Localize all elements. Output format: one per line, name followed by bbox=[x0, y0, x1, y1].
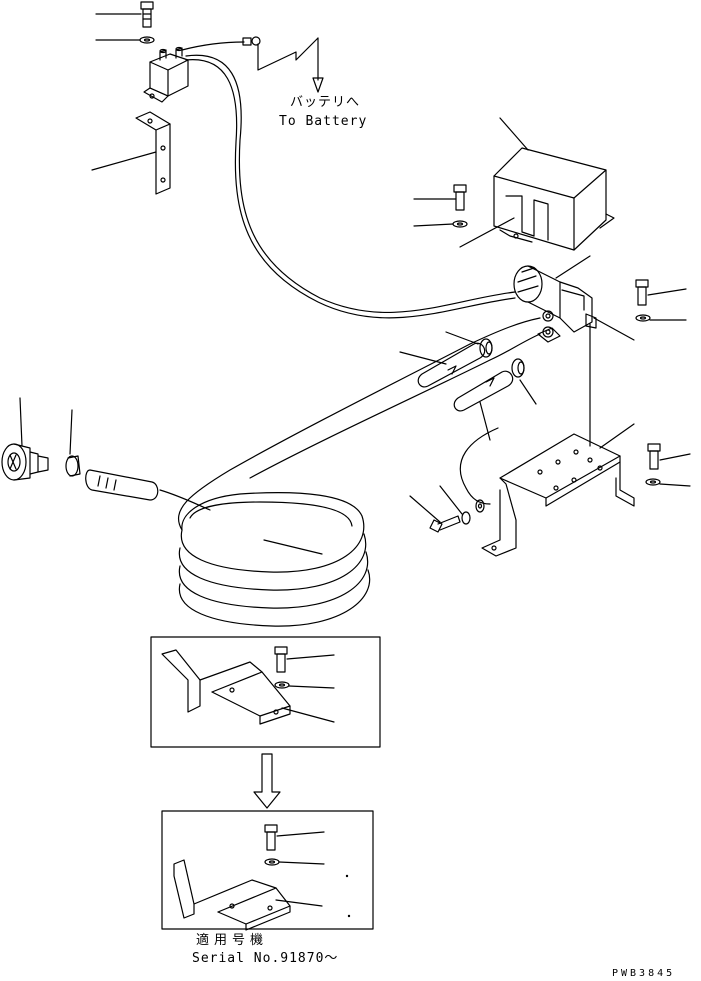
bracket-bolt bbox=[647, 443, 661, 470]
to-battery-label-japanese: バッテリへ bbox=[290, 95, 361, 110]
detail-bracket-old bbox=[161, 649, 291, 725]
horn-hose bbox=[159, 489, 211, 511]
relay-washer bbox=[139, 36, 155, 44]
air-horn bbox=[1, 443, 49, 481]
detail-bolt-old bbox=[274, 646, 288, 673]
to-battery-label: To Battery bbox=[279, 114, 368, 129]
relay-bolt bbox=[140, 1, 154, 28]
horn-hose-end bbox=[85, 469, 159, 501]
hose-main-1 bbox=[177, 343, 471, 531]
bracket-washer bbox=[645, 478, 661, 486]
leader-line bbox=[439, 485, 463, 515]
protective-tube-2 bbox=[453, 370, 514, 412]
relay-bracket bbox=[135, 111, 171, 195]
detail-box-new bbox=[161, 810, 374, 930]
relay-to-motor-cable bbox=[185, 54, 516, 314]
tube-clamp-2 bbox=[511, 358, 525, 378]
front-bolt bbox=[429, 515, 461, 533]
coiled-hose bbox=[178, 492, 371, 627]
cable-terminal bbox=[242, 36, 261, 46]
detail-washer-old bbox=[274, 681, 290, 689]
battery-cable-break bbox=[257, 37, 319, 71]
leader-line bbox=[659, 453, 691, 461]
hose-clamp bbox=[65, 455, 81, 477]
dot bbox=[347, 914, 351, 918]
leader-line bbox=[399, 351, 447, 365]
leader-line bbox=[659, 483, 691, 487]
battery-cable bbox=[181, 41, 245, 51]
leader-line bbox=[276, 831, 325, 837]
front-lock-washer bbox=[461, 511, 471, 525]
serial-note: Serial No.91870〜 bbox=[192, 951, 339, 966]
leader-line bbox=[278, 861, 325, 865]
to-battery-arrowhead bbox=[312, 77, 324, 93]
cover-washer bbox=[452, 220, 468, 228]
leader-line bbox=[275, 899, 323, 907]
battery-relay bbox=[143, 46, 189, 103]
hose-main-2 bbox=[249, 359, 491, 479]
detail-bracket-new bbox=[173, 859, 291, 931]
leader-line bbox=[69, 409, 73, 455]
leader-line bbox=[459, 217, 515, 248]
leader-line bbox=[281, 707, 335, 723]
leader-line bbox=[599, 423, 635, 449]
relay-to-motor-cable-2 bbox=[185, 59, 516, 319]
leader-line bbox=[647, 288, 687, 296]
front-washer bbox=[475, 499, 485, 513]
leader-line bbox=[519, 379, 537, 405]
leader-line bbox=[286, 654, 335, 660]
serial-note-japanese: 適用号機 bbox=[196, 933, 269, 948]
leader-line bbox=[19, 397, 23, 447]
leader-line bbox=[91, 151, 157, 171]
change-arrow bbox=[253, 753, 281, 809]
leader-line bbox=[288, 685, 335, 689]
leader-line bbox=[413, 223, 454, 227]
horn-motor bbox=[513, 265, 597, 343]
protective-tube-1 bbox=[417, 342, 486, 388]
motor-mount-bracket bbox=[481, 433, 635, 557]
leader-line bbox=[479, 401, 491, 441]
leader-line bbox=[263, 539, 323, 555]
dot bbox=[345, 874, 349, 878]
drawing-code: PWB3845 bbox=[612, 968, 676, 979]
cover-bolt bbox=[453, 184, 467, 211]
detail-washer-new bbox=[264, 858, 280, 866]
motor-washer bbox=[635, 314, 651, 322]
motor-bolt bbox=[635, 279, 649, 306]
leader-line bbox=[593, 317, 635, 341]
detail-bolt-new bbox=[264, 824, 278, 851]
motor-cover bbox=[493, 147, 615, 251]
detail-box-old bbox=[150, 636, 381, 748]
leader-line bbox=[555, 255, 591, 279]
motor-cable-b bbox=[489, 333, 541, 361]
motor-cable-a bbox=[469, 317, 541, 345]
tube-clamp-1 bbox=[479, 338, 493, 358]
leader-line bbox=[409, 495, 441, 523]
leader-line bbox=[499, 117, 529, 151]
leader-line bbox=[445, 331, 479, 345]
ground-wire bbox=[459, 427, 499, 505]
